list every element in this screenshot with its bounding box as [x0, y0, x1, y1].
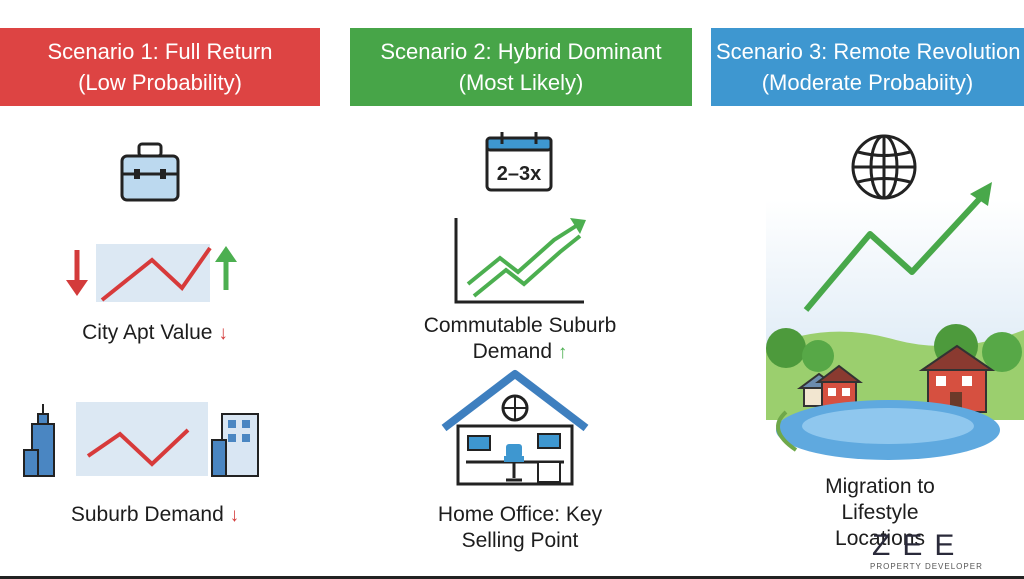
lakeside-houses-icon	[766, 182, 1024, 460]
city-value-chart	[66, 244, 237, 302]
briefcase-icon	[120, 142, 180, 202]
down-arrow-icon: ↓	[218, 323, 228, 344]
home-office-label: Home Office: Key Selling Point	[437, 503, 603, 552]
bottom-border	[0, 576, 1024, 579]
globe-icon	[851, 134, 917, 200]
scenario-1-title: Scenario 1: Full Return	[47, 39, 273, 64]
scenario-2-subtitle: (Most Likely)	[458, 70, 584, 95]
scenario-3-subtitle: (Moderate Probabiity)	[761, 70, 974, 95]
scenario-3-title: Scenario 3: Remote Revolution	[716, 39, 1021, 64]
scenario-2-title: Scenario 2: Hybrid Dominant	[380, 39, 662, 64]
scenario-1-header: Scenario 1: Full Return (Low Probability…	[0, 28, 320, 106]
calendar-icon: 2–3x	[485, 132, 553, 192]
home-office-icon	[441, 370, 589, 486]
down-arrow-icon: ↓	[229, 505, 240, 526]
scenario-1-subtitle: (Low Probability)	[78, 70, 242, 95]
zee-logo: ZEE PROPERTY DEVELOPER	[866, 530, 1016, 576]
migration-label: Migration to Lifestyle Locations	[825, 475, 935, 550]
scenario-3-header: Scenario 3: Remote Revolution (Moderate …	[711, 28, 1024, 106]
city-apt-value-label: City Apt Value ↓	[82, 321, 228, 344]
suburb-demand-label: Suburb Demand ↓	[70, 503, 240, 526]
up-arrow-icon	[215, 246, 237, 290]
zee-logo-tagline: PROPERTY DEVELOPER	[870, 562, 983, 571]
suburb-demand-chart	[23, 402, 259, 477]
up-arrow-icon: ↑	[557, 342, 568, 363]
commutable-suburb-demand-label: Commutable Suburb Demand ↑	[423, 314, 617, 363]
city-building-icon	[23, 404, 259, 477]
scenario-2-header: Scenario 2: Hybrid Dominant (Most Likely…	[350, 28, 692, 106]
zee-logo-mark: ZEE	[872, 529, 967, 562]
calendar-text: 2–3x	[497, 163, 542, 185]
down-arrow-icon	[66, 250, 88, 296]
rising-arrow-icon	[803, 182, 992, 312]
growth-chart-icon	[454, 218, 586, 304]
